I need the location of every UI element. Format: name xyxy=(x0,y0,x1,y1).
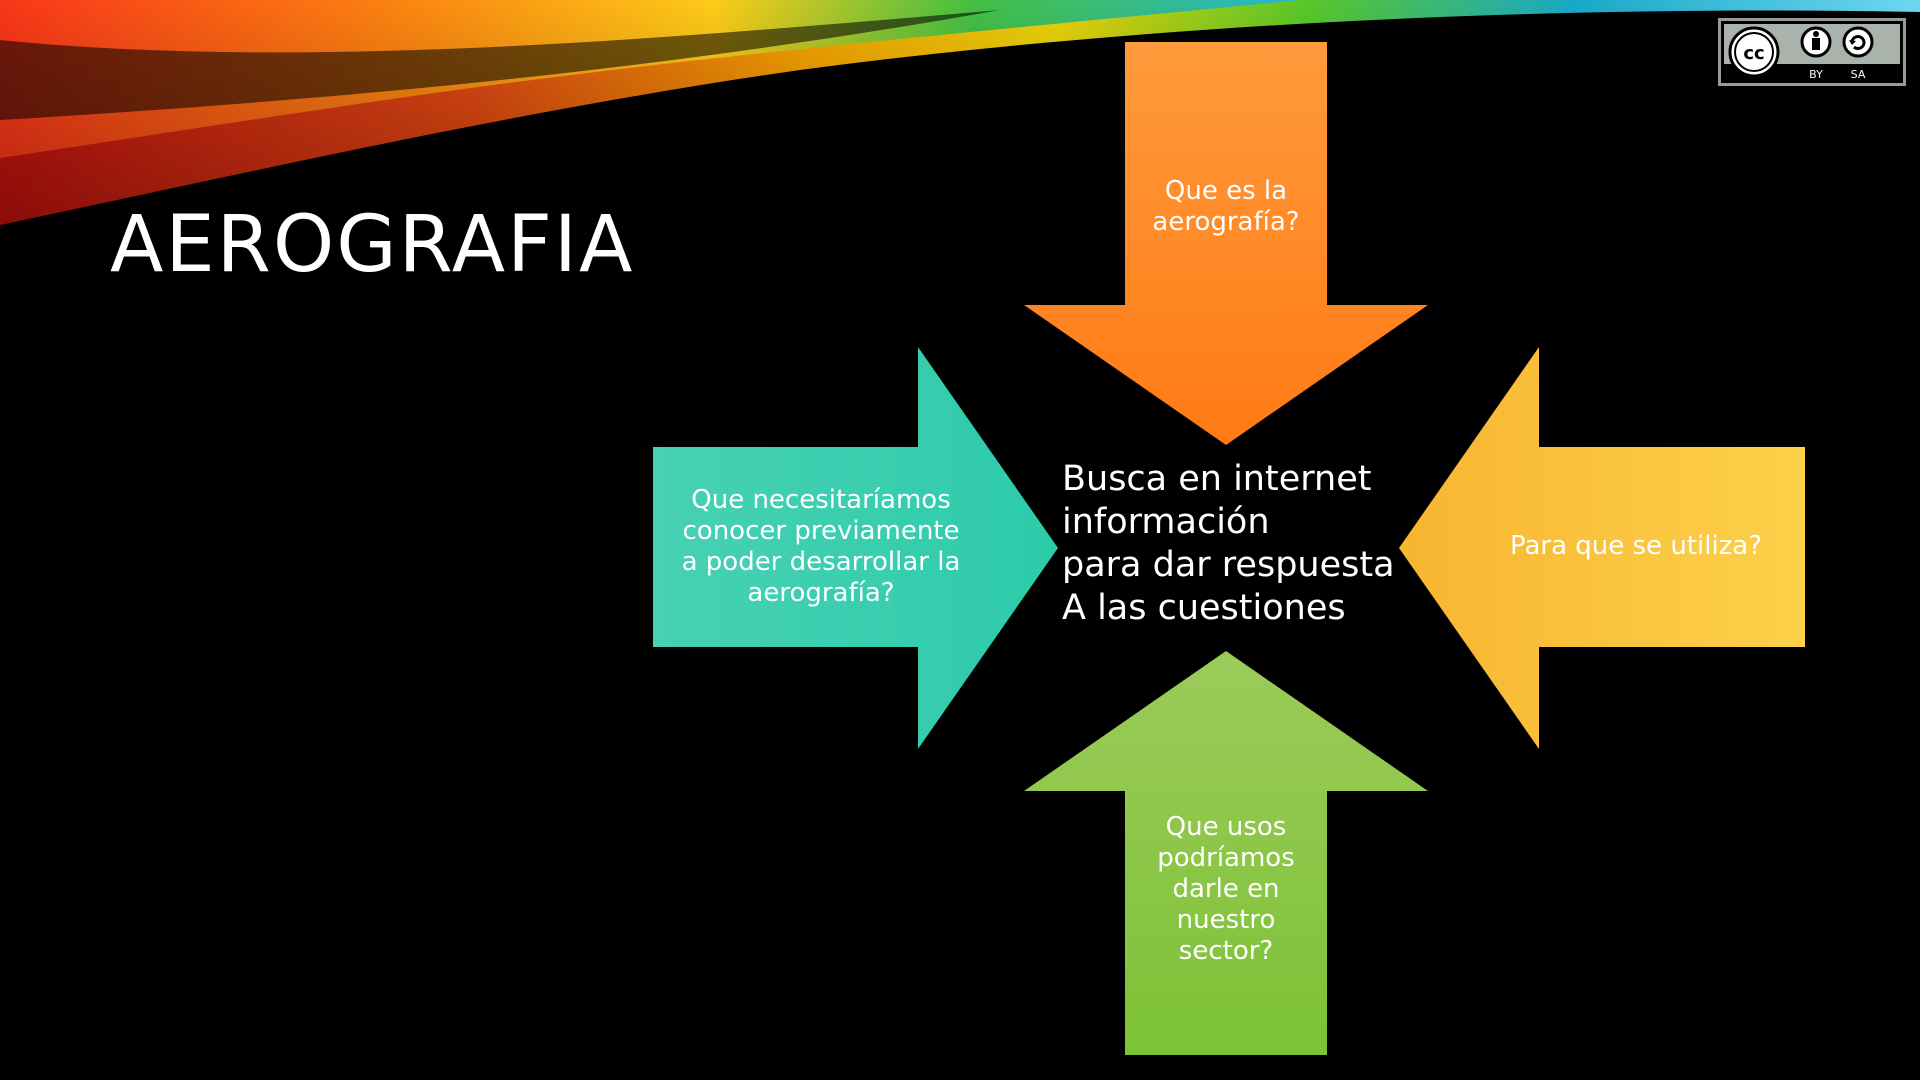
svg-text:cc: cc xyxy=(1743,43,1764,64)
arrow-left-line: conocer previamente xyxy=(682,516,960,546)
license-label-sa: SA xyxy=(1851,68,1866,81)
cc-icon: cc xyxy=(1728,26,1780,78)
arrow-bottom-line: nuestro xyxy=(1176,905,1276,935)
center-line: Busca en internet xyxy=(1062,459,1372,499)
arrow-bottom-text: Que usos podríamos darle en nuestro sect… xyxy=(1125,812,1327,967)
center-line: A las cuestiones xyxy=(1062,588,1346,628)
arrow-left-line: Que necesitaríamos xyxy=(691,485,951,515)
arrow-top-line: aerografía? xyxy=(1152,207,1300,237)
arrow-bottom-line: Que usos xyxy=(1165,812,1287,842)
arrow-right xyxy=(1399,347,1805,749)
arrow-bottom xyxy=(1024,651,1428,1055)
arrow-left-line: aerografía? xyxy=(747,578,895,608)
license-label-by: BY xyxy=(1809,68,1823,81)
center-line: para dar respuesta xyxy=(1062,545,1395,585)
arrow-bottom-line: darle en xyxy=(1172,874,1280,904)
cc-license-badge: cc BY SA xyxy=(1718,18,1906,86)
arrow-top-line: Que es la xyxy=(1164,176,1288,206)
attribution-icon xyxy=(1800,26,1832,58)
arrow-bottom-line: sector? xyxy=(1178,936,1274,966)
arrow-left-text: Que necesitaríamos conocer previamente a… xyxy=(653,485,989,609)
arrow-left xyxy=(653,347,1058,749)
slide-title: AEROGRAFIA xyxy=(110,200,635,290)
arrow-right-text: Para que se utiliza? xyxy=(1480,531,1792,562)
arrow-right-line: Para que se utiliza? xyxy=(1509,531,1763,561)
decorative-ribbon xyxy=(0,0,1920,225)
arrow-top-text: Que es la aerografía? xyxy=(1125,176,1327,238)
center-text: Busca en internet información para dar r… xyxy=(1062,458,1422,630)
arrow-left-line: a poder desarrollar la xyxy=(681,547,961,577)
arrow-bottom-line: podríamos xyxy=(1157,843,1295,873)
center-line: información xyxy=(1062,502,1270,542)
share-alike-icon xyxy=(1842,26,1874,58)
arrow-top xyxy=(1024,42,1428,445)
